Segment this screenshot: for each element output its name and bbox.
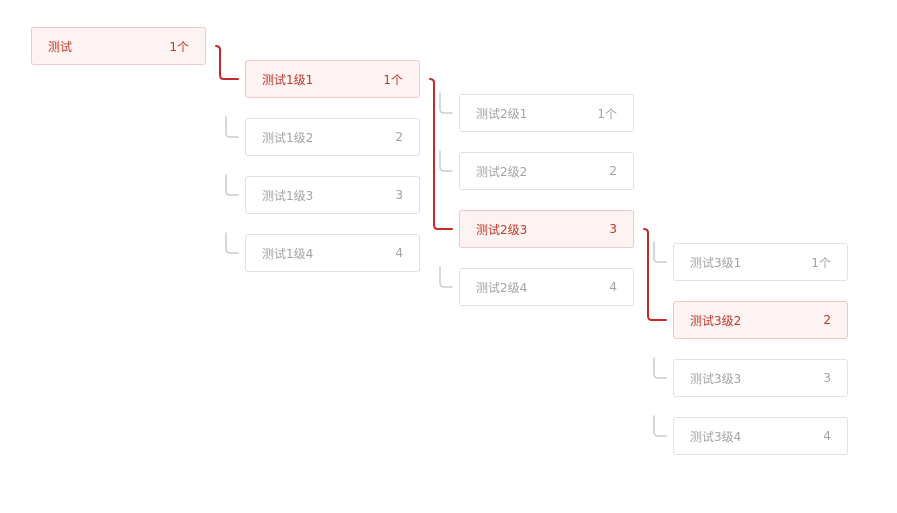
node-count: 2 (395, 130, 403, 144)
node-count: 4 (395, 246, 403, 260)
node-count: 3 (823, 371, 831, 385)
node-count: 3 (609, 222, 617, 236)
node-label: 测试 (48, 39, 73, 54)
node-label: 测试3级1 (690, 255, 742, 270)
node-label: 测试2级2 (476, 164, 528, 179)
inactive-connector (439, 150, 453, 172)
node-count: 3 (395, 188, 403, 202)
inactive-connector (225, 116, 239, 138)
level1-node-3[interactable]: 测试1级3 3 (245, 176, 420, 214)
node-count: 1个 (169, 39, 189, 54)
node-label: 测试1级2 (262, 130, 314, 145)
active-connector (643, 228, 667, 321)
level3-node-2[interactable]: 测试3级2 2 (673, 301, 848, 339)
node-label: 测试2级4 (476, 280, 528, 295)
node-label: 测试3级2 (690, 313, 742, 328)
node-count: 2 (823, 313, 831, 327)
node-count: 1个 (383, 72, 403, 87)
level3-node-1[interactable]: 测试3级1 1个 (673, 243, 848, 281)
level1-node-2[interactable]: 测试1级2 2 (245, 118, 420, 156)
inactive-connector (439, 266, 453, 288)
level2-node-3[interactable]: 测试2级3 3 (459, 210, 634, 248)
level2-node-4[interactable]: 测试2级4 4 (459, 268, 634, 306)
node-label: 测试3级3 (690, 371, 742, 386)
node-count: 2 (609, 164, 617, 178)
inactive-connector (225, 232, 239, 254)
root-node[interactable]: 测试 1个 (31, 27, 206, 65)
level2-node-2[interactable]: 测试2级2 2 (459, 152, 634, 190)
inactive-connector (225, 174, 239, 196)
level1-node-1[interactable]: 测试1级1 1个 (245, 60, 420, 98)
node-label: 测试1级1 (262, 72, 314, 87)
node-count: 4 (609, 280, 617, 294)
inactive-connector (439, 92, 453, 114)
node-count: 4 (823, 429, 831, 443)
active-connector (429, 78, 453, 230)
level2-node-1[interactable]: 测试2级1 1个 (459, 94, 634, 132)
node-label: 测试1级4 (262, 246, 314, 261)
node-label: 测试2级3 (476, 222, 528, 237)
level3-node-3[interactable]: 测试3级3 3 (673, 359, 848, 397)
active-connector (215, 45, 239, 80)
level1-node-4[interactable]: 测试1级4 4 (245, 234, 420, 272)
node-label: 测试2级1 (476, 106, 528, 121)
level3-node-4[interactable]: 测试3级4 4 (673, 417, 848, 455)
inactive-connector (653, 241, 667, 263)
node-count: 1个 (597, 106, 617, 121)
node-label: 测试1级3 (262, 188, 314, 203)
node-label: 测试3级4 (690, 429, 742, 444)
inactive-connector (653, 357, 667, 379)
node-count: 1个 (811, 255, 831, 270)
inactive-connector (653, 415, 667, 437)
